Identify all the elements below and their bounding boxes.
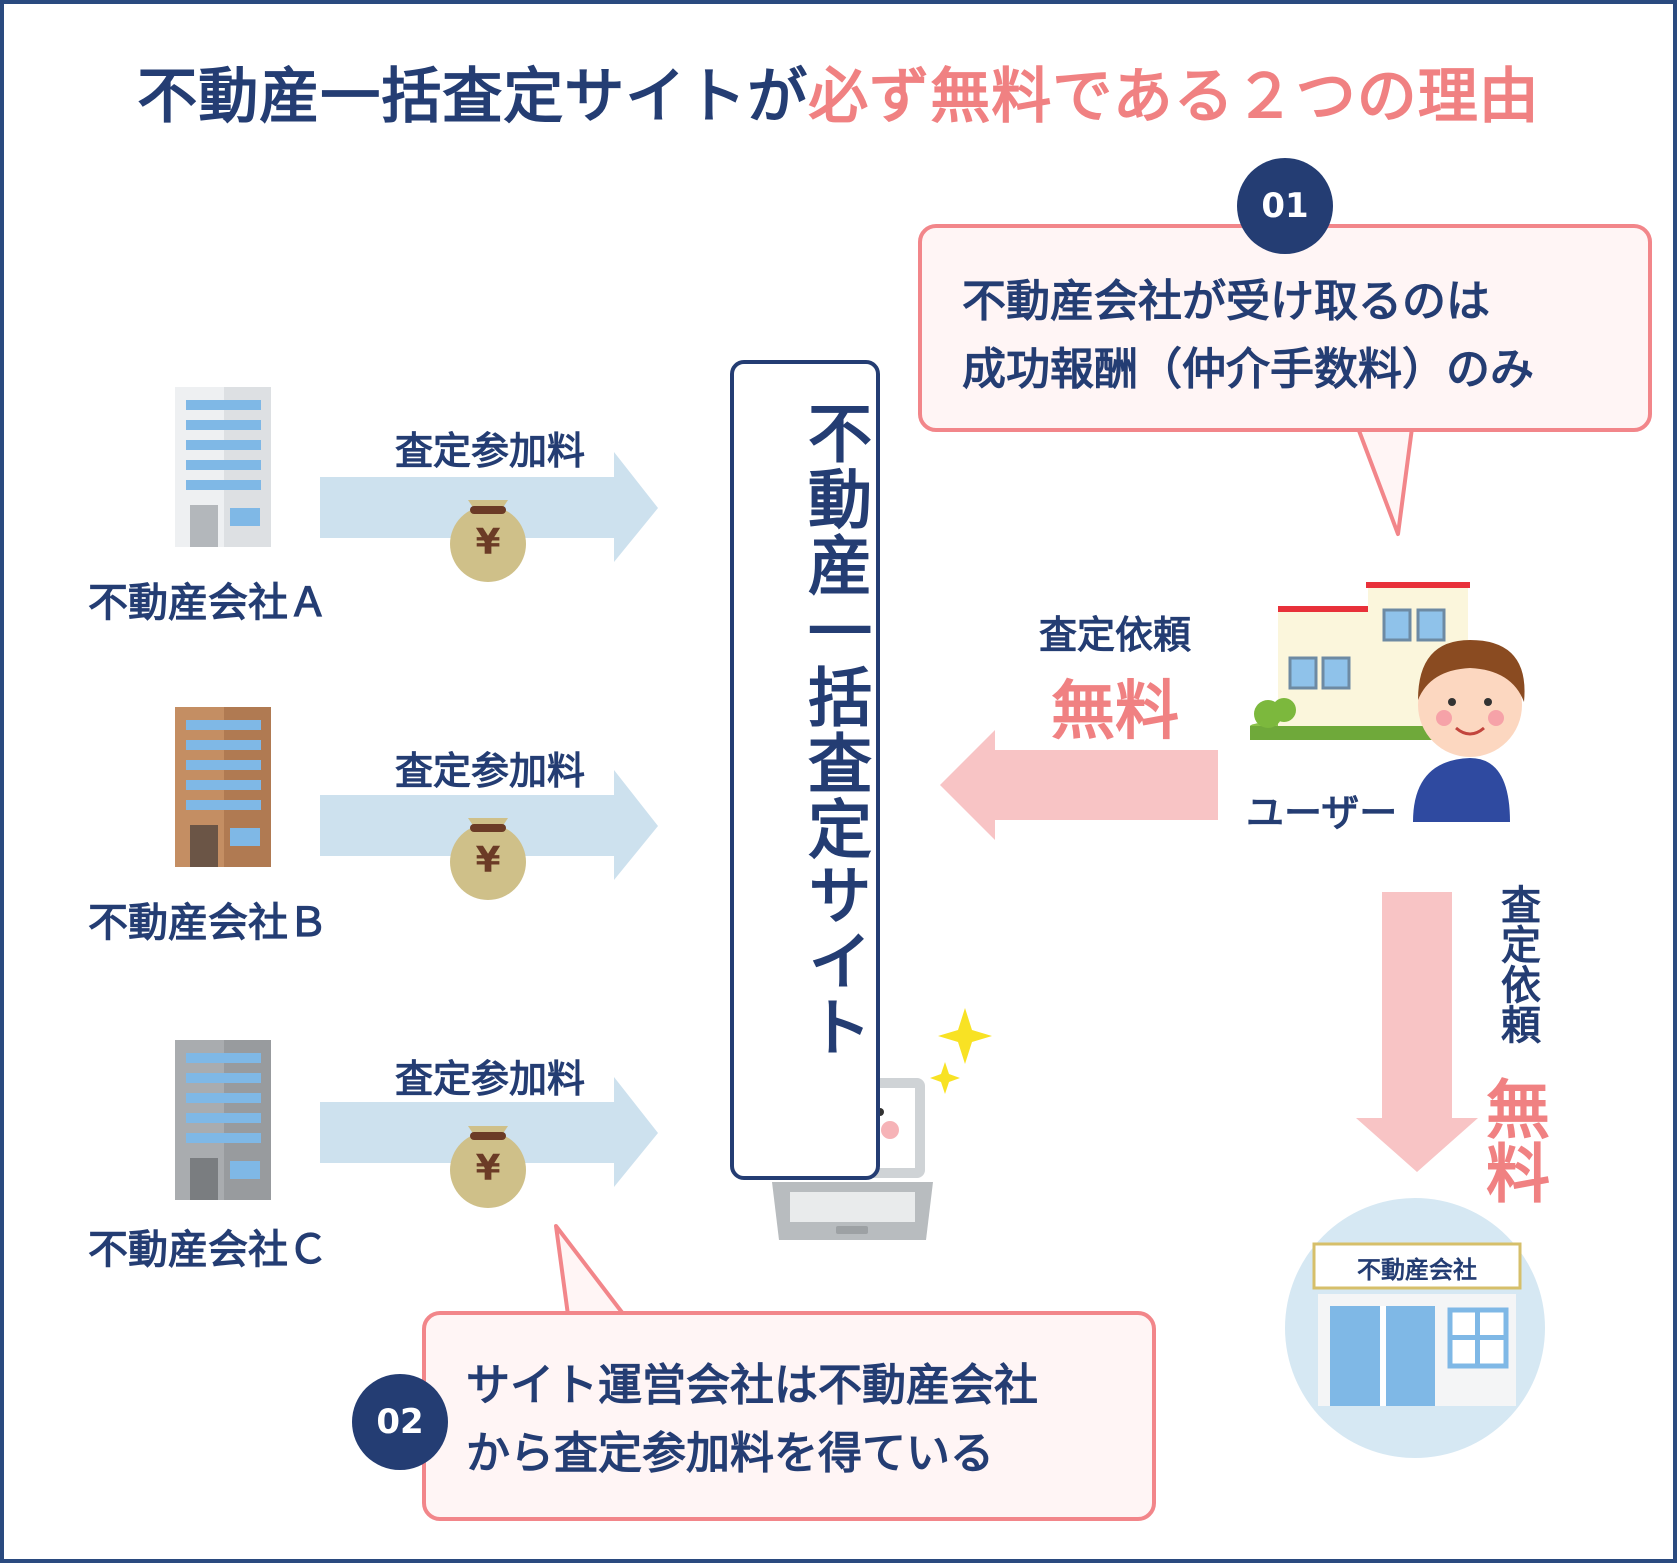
reason-01-line-2: 成功報酬（仲介手数料）のみ (962, 344, 1534, 395)
bubble-02-tail (554, 1224, 626, 1317)
badge-02: 02 (352, 1374, 448, 1470)
agency-icon (1285, 1198, 1545, 1458)
yen-mark-a: ¥ (475, 522, 501, 563)
request-label-left: 査定依頼 (1038, 613, 1191, 657)
badge-01: 01 (1237, 158, 1333, 254)
company-label-a: 不動産会社Ａ (88, 580, 328, 626)
bubble-01-tail (1356, 427, 1414, 536)
house-icon (1250, 582, 1470, 740)
request-label-down: 査定依頼 (1494, 884, 1540, 1044)
title-part-1: 不動産一括査定サイトが (137, 62, 809, 132)
sparkle-small-icon (930, 1062, 960, 1094)
user-label: ユーザー (1246, 791, 1398, 835)
fee-label-a: 査定参加料 (394, 429, 585, 473)
site-box (730, 360, 880, 1180)
title-part-2: 必ず無料である２つの理由 (808, 62, 1540, 132)
fee-label-b: 査定参加料 (394, 749, 585, 793)
site-name: 不動産一括査定サイト (797, 400, 871, 1060)
reason-02-line-2: から査定参加料を得ている (466, 1428, 994, 1479)
company-label-b: 不動産会社Ｂ (88, 900, 328, 946)
money-bag-b-icon (450, 818, 526, 900)
bubble-reason-01 (918, 224, 1652, 432)
page-title: 不動産一括査定サイトが必ず無料である２つの理由 (0, 48, 1677, 135)
reason-02-line-1: サイト運営会社は不動産会社 (466, 1360, 1038, 1411)
building-b-icon (175, 707, 271, 867)
agency-sign: 不動産会社 (1357, 1256, 1477, 1284)
reason-01-line-1: 不動産会社が受け取るのは (962, 276, 1490, 327)
request-arrow-left (940, 730, 1218, 840)
fee-label-c: 査定参加料 (394, 1057, 585, 1101)
money-bag-a-icon (450, 500, 526, 582)
sparkle-large-icon (938, 1008, 992, 1064)
free-label-left: 無料 (1051, 675, 1179, 749)
yen-mark-b: ¥ (475, 840, 501, 881)
building-a-icon (175, 387, 271, 547)
yen-mark-c: ¥ (475, 1148, 501, 1189)
free-label-down: 無料 (1475, 1076, 1549, 1204)
building-c-icon (175, 1040, 271, 1200)
user-avatar-icon (1413, 640, 1525, 822)
company-label-c: 不動産会社Ｃ (88, 1227, 328, 1273)
money-bag-c-icon (450, 1126, 526, 1208)
bubble-reason-02 (422, 1311, 1156, 1521)
request-arrow-down (1356, 892, 1478, 1172)
